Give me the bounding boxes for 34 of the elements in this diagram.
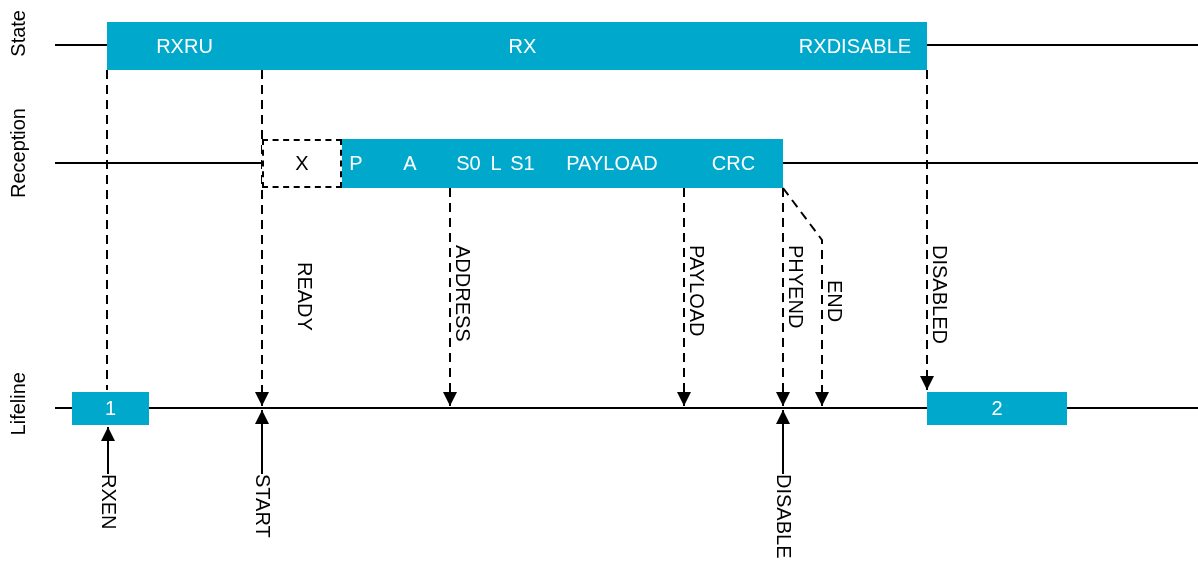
reception-field: PAYLOAD — [540, 139, 684, 188]
event-label: ADDRESS — [453, 245, 473, 342]
row-label: Lifeline — [8, 372, 28, 436]
reception-field: S0 — [450, 139, 487, 188]
arrow — [255, 409, 269, 475]
state-segment: RX — [262, 22, 783, 70]
row-label: State — [8, 10, 28, 57]
dashed-arrow — [255, 69, 269, 407]
event-label: END — [825, 280, 845, 323]
arrow — [101, 426, 115, 475]
reception-field: X — [262, 139, 342, 188]
signal-label: DISABLE — [772, 474, 794, 559]
dashed-arrow — [677, 187, 691, 407]
reception-field: S1 — [505, 139, 540, 188]
dashed-arrow — [443, 187, 457, 407]
signal-label: RXEN — [97, 474, 119, 530]
dashed-arrow — [782, 187, 829, 407]
reception-field: A — [370, 139, 450, 188]
dashed-arrow — [776, 187, 790, 407]
event-label: DISABLED — [930, 245, 950, 344]
state-segment: RXRU — [107, 22, 262, 70]
event-label: READY — [295, 262, 315, 331]
dashed-arrow — [920, 69, 934, 391]
state-segment: RXDISABLE — [783, 22, 927, 70]
lifeline-block: 2 — [927, 392, 1067, 425]
reception-field: L — [487, 139, 505, 188]
lifeline-block: 1 — [72, 392, 149, 425]
event-label: PHYEND — [786, 245, 806, 329]
reception-field: CRC — [684, 139, 783, 188]
row-label: Reception — [8, 108, 28, 199]
arrow — [776, 409, 790, 475]
signal-label: START — [251, 474, 273, 538]
event-label: PAYLOAD — [687, 245, 707, 337]
reception-field: P — [342, 139, 370, 188]
